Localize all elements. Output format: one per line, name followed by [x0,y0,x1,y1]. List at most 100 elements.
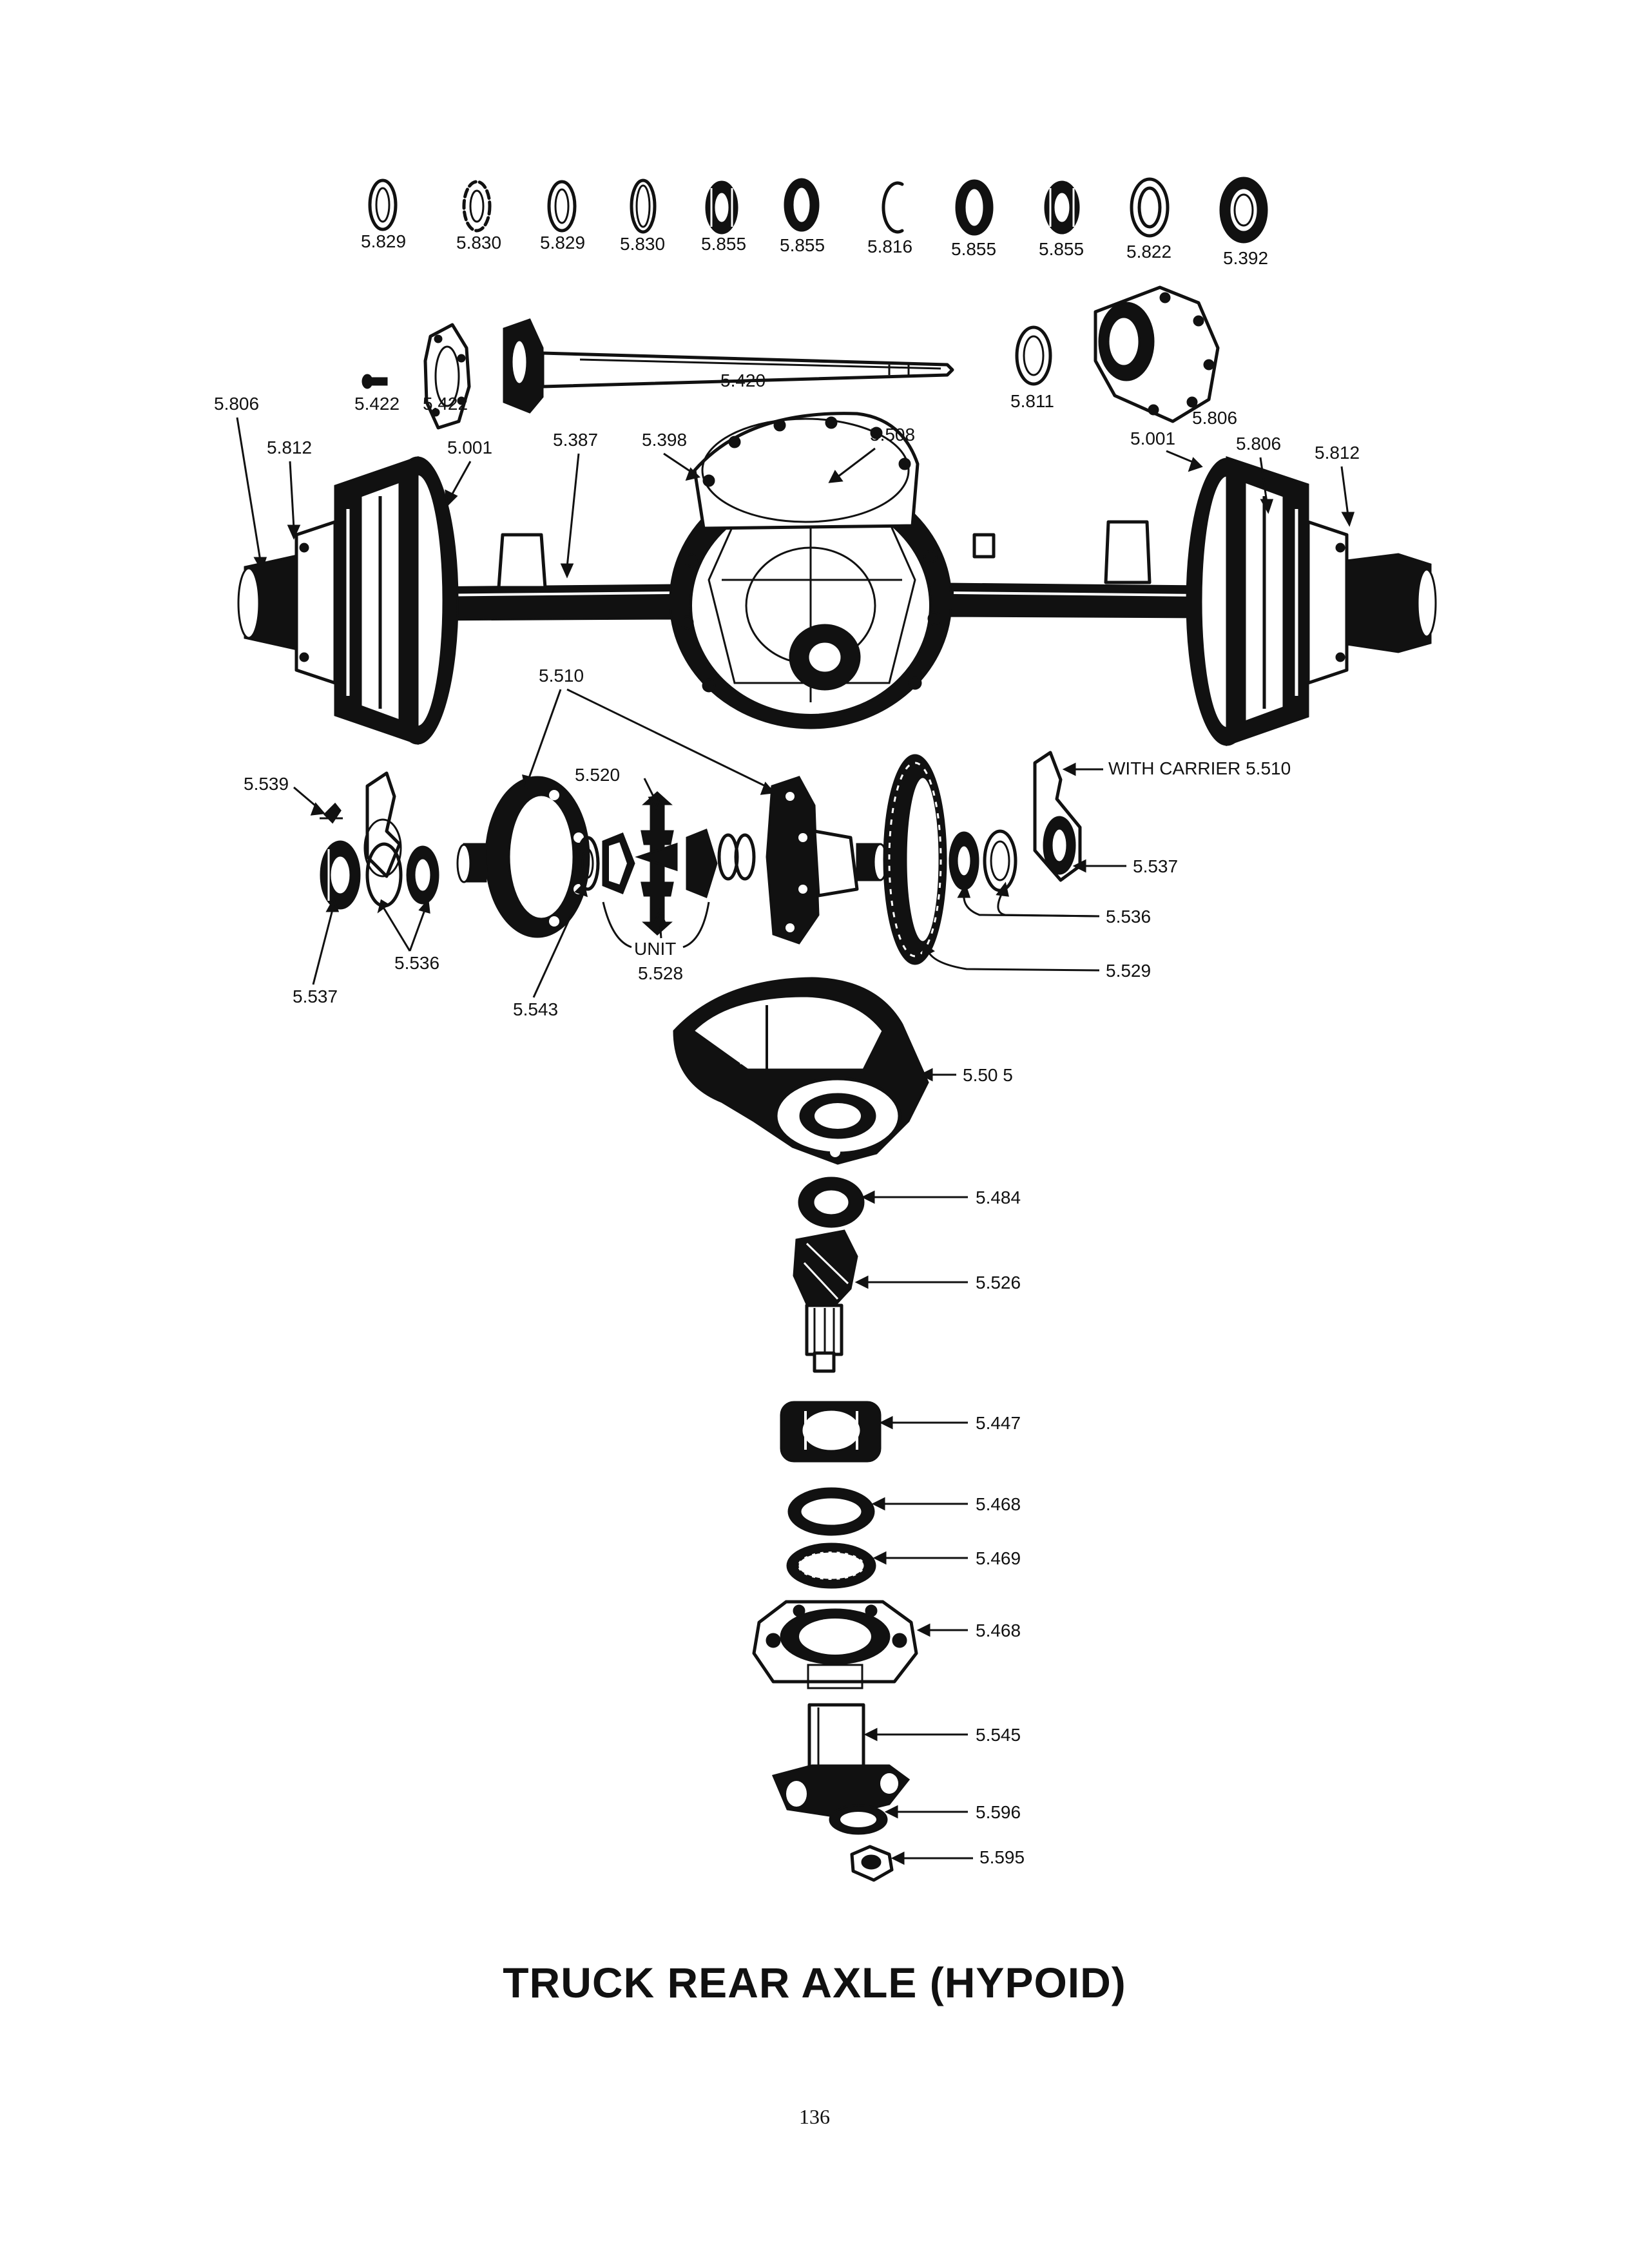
label-yoke-5545: 5.545 [976,1725,1021,1745]
part-right-cap-5537 [1033,751,1082,882]
label-left-5812: 5.812 [267,437,312,457]
housing-leaders [236,417,1355,579]
part-diff-case-right-5510 [766,776,888,945]
differential-leaders [293,688,1126,998]
label-left-5806: 5.806 [214,394,259,414]
label-right-5001: 5.001 [1130,428,1175,448]
label-right-5536: 5.536 [1106,907,1151,927]
label-5822: 5.822 [1126,242,1171,262]
part-pinion-5526 [793,1229,858,1373]
label-plate-5422: 5.422 [423,394,468,414]
part-side-gear-left [602,832,635,894]
part-ring-5829a [368,178,398,231]
label-bearing-5484: 5.484 [976,1187,1021,1207]
label-with-carrier: WITH CARRIER 5.510 [1108,758,1291,778]
label-5830a: 5.830 [456,233,501,253]
part-spider-5520 [635,791,678,936]
label-seal-5811: 5.811 [1010,391,1054,411]
label-left-5537: 5.537 [293,986,338,1006]
part-bearing-5392 [1219,177,1268,244]
label-housing-5508: 5.508 [870,425,915,445]
label-5855a: 5.855 [701,234,746,254]
part-bearing-cup-5855c [955,179,994,236]
label-5829b: 5.829 [540,233,585,253]
part-lockwasher-5830a [462,180,492,233]
shaft-row [361,285,1220,430]
label-washer-5543: 5.543 [513,999,558,1019]
label-retainer-5468b: 5.468 [976,1620,1021,1640]
label-5855b: 5.855 [780,235,825,255]
part-lock-5539 [320,802,343,824]
part-diff-case-left-5510 [456,776,590,938]
label-lock-5539: 5.539 [244,774,289,794]
page-number: 136 [799,2105,830,2128]
part-washer-5830b [630,178,657,234]
label-ring-gear-5529: 5.529 [1106,961,1151,981]
axle-housing-assembly [237,412,1437,747]
part-carrier-housing-5505 [673,977,929,1165]
label-unit-5528: 5.528 [638,963,683,983]
part-nut-5595 [850,1845,894,1882]
part-bearing-cup-5855b [784,178,820,232]
part-right-cone-5536 [949,829,1017,892]
part-bearing-5484 [798,1177,865,1228]
label-housing-5387: 5.387 [553,430,598,450]
label-5829a: 5.829 [361,231,406,251]
pinion-stack [673,977,929,1882]
label-hub-5806: 5.806 [1192,408,1237,428]
label-carrier-5505: 5.50 5 [963,1065,1013,1085]
label-5816: 5.816 [867,236,912,256]
label-left-5001: 5.001 [447,437,492,457]
label-left-5536: 5.536 [394,953,439,973]
label-seal-5469: 5.469 [976,1548,1021,1568]
label-nut-5595: 5.595 [979,1847,1025,1867]
pinion-stack-leaders [854,1068,973,1865]
shaft-row-labels: 5.422 5.422 5.420 5.811 5.806 [354,370,1237,428]
label-5855c: 5.855 [951,239,996,259]
part-bearing-cone-5855a [705,180,738,235]
top-ring-row [368,177,1268,244]
part-bearing-cone-5855d [1044,180,1080,235]
diagram-title: TRUCK REAR AXLE (HYPOID) [503,1959,1126,2006]
part-washer-5596 [829,1804,888,1835]
part-ring-gear-5529 [883,754,947,965]
part-axle-shaft-5420 [503,318,954,414]
label-5855d: 5.855 [1039,239,1084,259]
part-shim-5468a [787,1487,875,1536]
label-spider-5520: 5.520 [575,765,620,785]
pinion-stack-labels: 5.50 5 5.484 5.526 5.447 5.468 5.469 5.4… [963,1065,1025,1867]
part-side-gear-right [686,829,756,898]
label-right-5806: 5.806 [1236,434,1281,454]
label-shim-5468a: 5.468 [976,1494,1021,1514]
right-brake-drum [1186,456,1437,747]
label-right-5537: 5.537 [1133,856,1178,876]
part-snap-ring-5816 [882,181,904,234]
label-bearing-5447: 5.447 [976,1413,1021,1433]
label-carrier-5510: 5.510 [539,666,584,686]
label-bolt-5422: 5.422 [354,394,400,414]
part-ring-5829b [547,180,577,233]
differential-labels: 5.510 5.539 5.520 WITH CARRIER 5.510 5.5… [244,666,1291,1019]
label-right-5812: 5.812 [1315,443,1360,463]
label-shaft-5420: 5.420 [720,370,766,390]
housing-labels: 5.806 5.812 5.001 5.387 5.398 5.508 5.00… [214,394,1360,463]
label-5392: 5.392 [1223,248,1268,268]
part-left-cup-5536 [365,842,439,908]
part-hub-5806 [1094,285,1220,423]
differential-row [320,751,1082,965]
part-seal-5469 [786,1542,876,1589]
part-thrust-washer-5543 [575,836,600,891]
part-bearing-5447 [780,1401,882,1463]
label-pinion-5526: 5.526 [976,1273,1021,1293]
label-housing-5398: 5.398 [642,430,687,450]
part-retainer-5468b [752,1600,918,1689]
label-5830b: 5.830 [620,234,665,254]
label-unit-word: UNIT [634,939,676,959]
part-seal-5822 [1130,177,1170,238]
part-bolt-5422 [361,374,388,389]
label-washer-5596: 5.596 [976,1802,1021,1822]
part-gasket-5422 [423,323,471,430]
left-brake-drum [237,456,459,745]
part-seal-5811 [1015,325,1052,386]
